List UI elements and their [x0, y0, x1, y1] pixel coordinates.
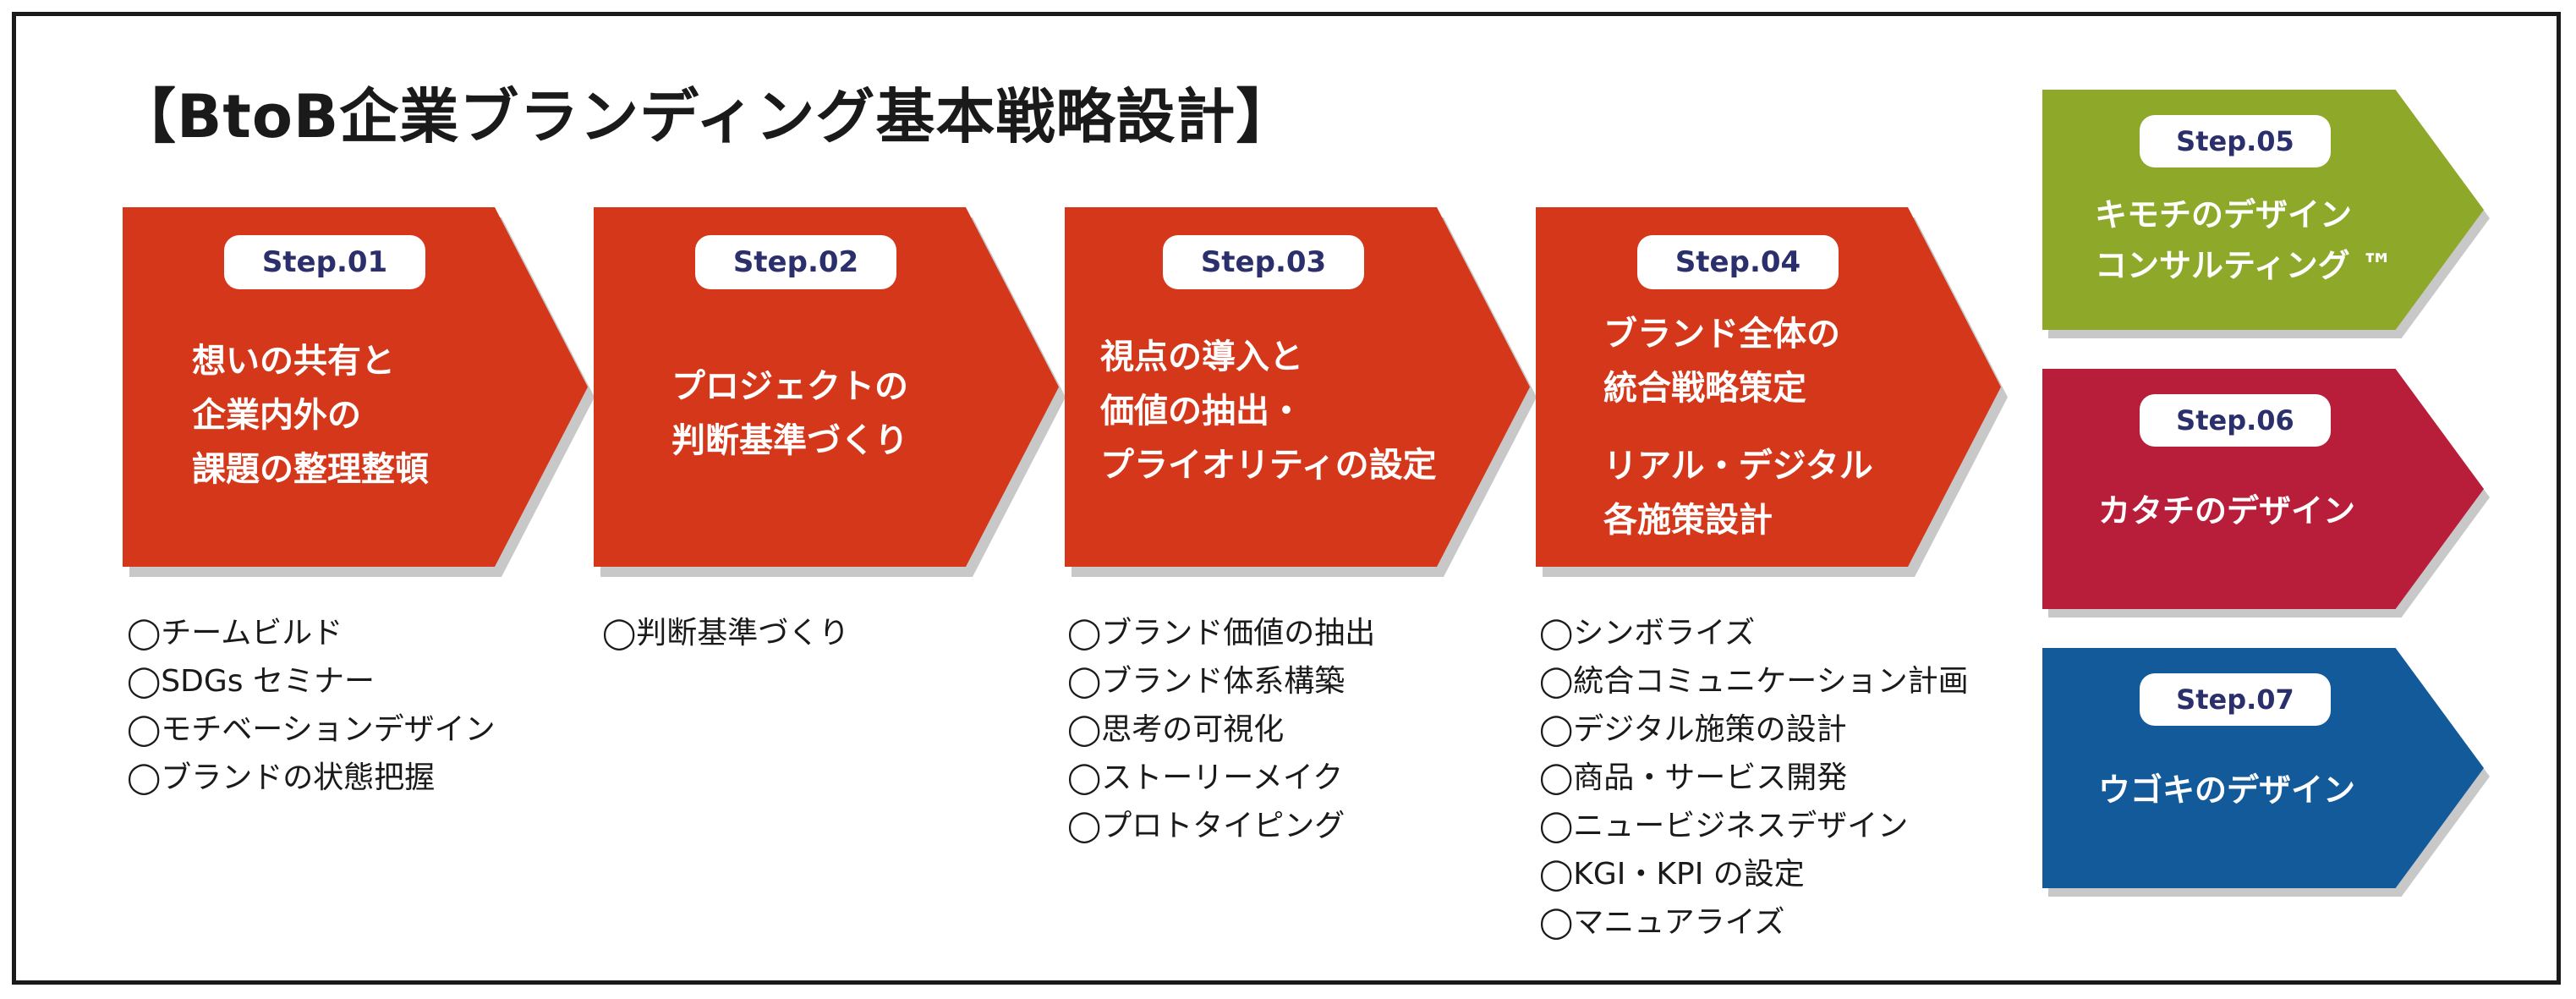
- step-05-label: Step.05: [2140, 115, 2331, 167]
- step-06-arrow: Step.06 カタチのデザイン: [2042, 369, 2484, 609]
- step-04-item-list: ◯シンボライズ ◯統合コミュニケーション計画 ◯デジタル施策の設計 ◯商品・サー…: [1539, 609, 1969, 947]
- step-04-line-4: 各施策設計: [1603, 501, 1773, 540]
- step-07-text: ウゴキのデザイン: [2098, 765, 2355, 815]
- list-item: ◯SDGs セミナー: [127, 664, 375, 699]
- list-item: ◯ブランド価値の抽出: [1067, 616, 1376, 650]
- step-01-arrow: Step.01 想いの共有と 企業内外の 課題の整理整頓: [123, 207, 588, 567]
- list-item: ◯統合コミュニケーション計画: [1539, 664, 1969, 699]
- list-item: ◯ニュービジネスデザイン: [1539, 809, 1909, 843]
- step-05-text: キモチのデザイン コンサルティング ™: [2095, 189, 2393, 291]
- step-07-label: Step.07: [2140, 673, 2331, 726]
- list-item: ◯商品・サービス開発: [1539, 760, 1848, 795]
- step-05-line-1: キモチのデザイン: [2095, 196, 2353, 233]
- step-04-label: Step.04: [1637, 235, 1839, 289]
- step-03-arrow: Step.03 視点の導入と 価値の抽出・ プライオリティの設定: [1065, 207, 1530, 567]
- step-07-line-1: ウゴキのデザイン: [2098, 771, 2356, 809]
- step-04-arrow: Step.04 ブランド全体の 統合戦略策定 リアル・デジタル 各施策設計: [1536, 207, 2001, 567]
- list-item: ◯ブランド体系構築: [1067, 664, 1346, 699]
- list-item: ◯KGI・KPI の設定: [1539, 857, 1805, 892]
- step-03-line-3: プライオリティの設定: [1100, 446, 1437, 485]
- step-02-label: Step.02: [695, 235, 896, 289]
- step-03-item-list: ◯ブランド価値の抽出 ◯ブランド体系構築 ◯思考の可視化 ◯ストーリーメイク ◯…: [1067, 609, 1375, 850]
- list-item: ◯モチベーションデザイン: [127, 712, 496, 747]
- step-04-line-3: リアル・デジタル: [1603, 447, 1873, 486]
- list-item: ◯プロトタイピング: [1067, 809, 1346, 843]
- step-01-line-1: 想いの共有と: [192, 342, 395, 381]
- step-01-item-list: ◯チームビルド ◯SDGs セミナー ◯モチベーションデザイン ◯ブランドの状態…: [127, 609, 496, 802]
- step-02-item-list: ◯判断基準づくり: [602, 609, 849, 657]
- list-item: ◯チームビルド: [127, 616, 343, 650]
- step-02-line-2: 判断基準づくり: [671, 421, 908, 460]
- diagram-title: 【BtoB企業ブランディング基本戦略設計】: [117, 82, 1296, 151]
- list-item: ◯ブランドの状態把握: [127, 760, 436, 795]
- list-item: ◯シンボライズ: [1539, 616, 1756, 650]
- step-03-line-2: 価値の抽出・: [1100, 392, 1303, 431]
- step-01-line-2: 企業内外の: [192, 396, 361, 435]
- step-01-text: 想いの共有と 企業内外の 課題の整理整頓: [192, 334, 429, 497]
- step-03-label: Step.03: [1163, 235, 1364, 289]
- list-item: ◯思考の可視化: [1067, 712, 1285, 747]
- list-item: ◯ストーリーメイク: [1067, 760, 1344, 795]
- step-06-line-1: カタチのデザイン: [2098, 492, 2356, 530]
- step-01-label: Step.01: [224, 235, 425, 289]
- step-05-arrow: Step.05 キモチのデザイン コンサルティング ™: [2042, 90, 2484, 330]
- list-item: ◯デジタル施策の設計: [1539, 712, 1847, 747]
- step-06-text: カタチのデザイン: [2098, 486, 2355, 536]
- step-03-line-1: 視点の導入と: [1100, 338, 1303, 376]
- step-07-arrow: Step.07 ウゴキのデザイン: [2042, 648, 2484, 888]
- step-05-line-2: コンサルティング ™: [2095, 247, 2393, 284]
- step-04-line-2: 統合戦略策定: [1603, 369, 1806, 408]
- step-04-text: ブランド全体の 統合戦略策定 リアル・デジタル 各施策設計: [1603, 307, 1873, 547]
- step-03-text: 視点の導入と 価値の抽出・ プライオリティの設定: [1100, 330, 1437, 492]
- list-item: ◯判断基準づくり: [602, 616, 850, 650]
- step-04-line-1: ブランド全体の: [1603, 315, 1840, 354]
- list-item: ◯マニュアライズ: [1539, 905, 1785, 940]
- step-01-line-3: 課題の整理整頓: [192, 450, 429, 489]
- step-02-text: プロジェクトの 判断基準づくり: [671, 360, 908, 468]
- step-02-line-1: プロジェクトの: [671, 367, 908, 406]
- step-06-label: Step.06: [2140, 394, 2331, 447]
- step-02-arrow: Step.02 プロジェクトの 判断基準づくり: [594, 207, 1059, 567]
